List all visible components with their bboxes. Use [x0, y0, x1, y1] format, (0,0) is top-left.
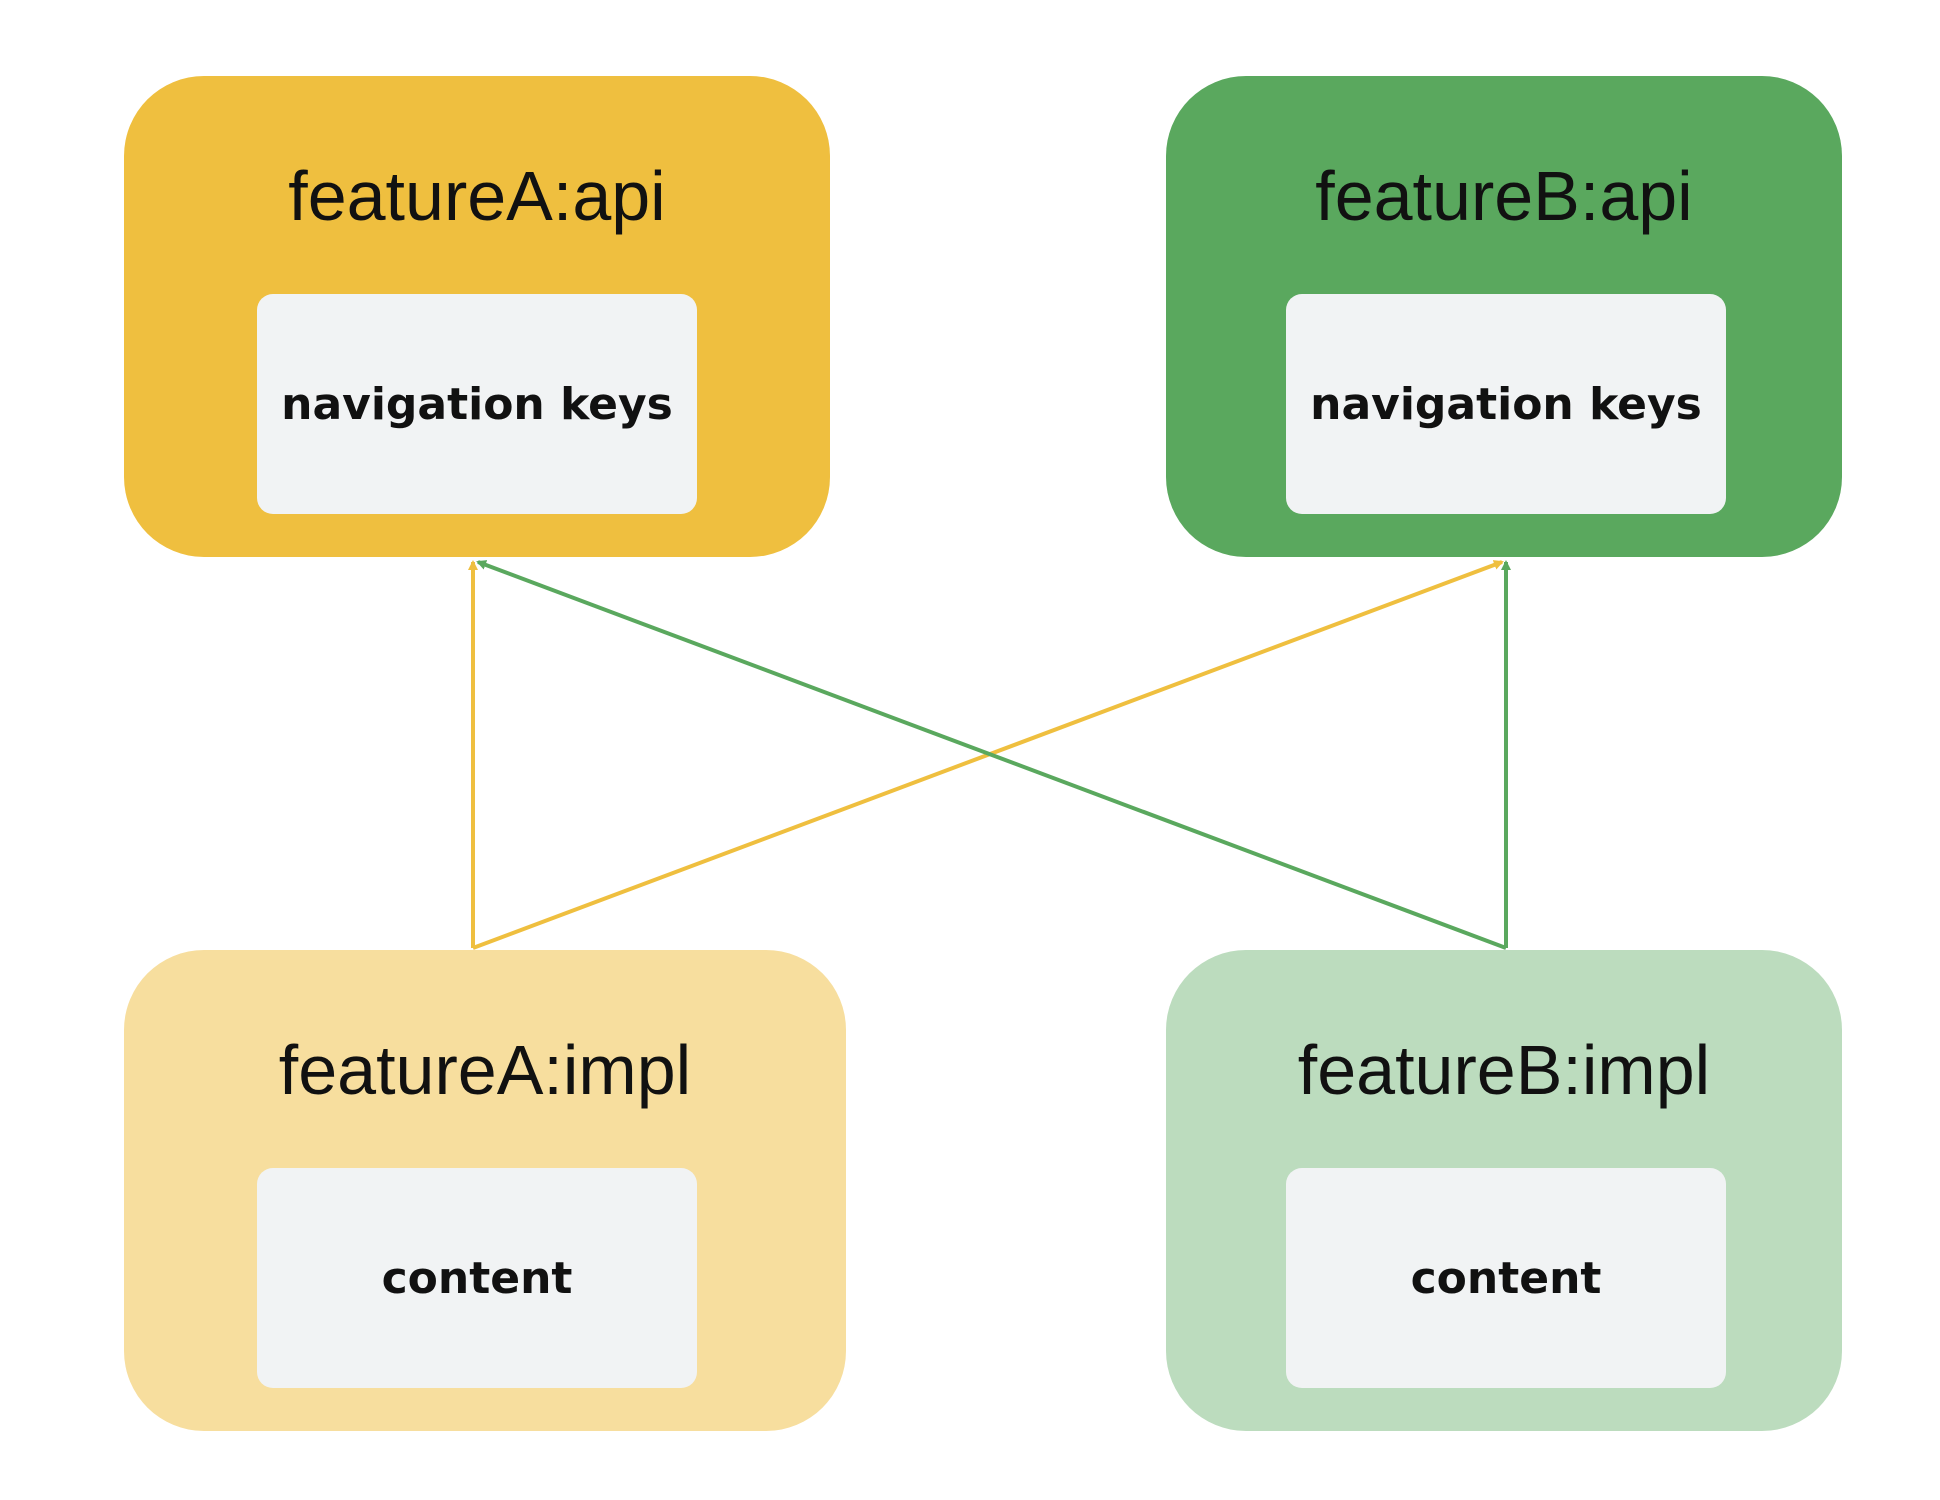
featureA-api-module: featureA:api navigation keys: [124, 76, 830, 557]
featureB-impl-title: featureB:impl: [1297, 1031, 1711, 1109]
featureB-api-title: featureB:api: [1315, 157, 1693, 235]
featureA-api-navigation-keys-box: navigation keys: [257, 294, 697, 514]
featureB-impl-content-label: content: [1410, 1252, 1602, 1304]
featureB-api-module: featureB:api navigation keys: [1166, 76, 1842, 557]
featureA-impl-module: featureA:impl content: [124, 950, 846, 1431]
featureB-impl-content-box: content: [1286, 1168, 1726, 1388]
featureA-api-title: featureA:api: [288, 157, 666, 235]
arrow-featureA-impl-to-featureB-api: [472, 560, 1504, 950]
featureA-api-navigation-keys-label: navigation keys: [281, 378, 673, 430]
arrow-featureB-impl-to-featureA-api: [476, 560, 1507, 950]
featureA-impl-content-label: content: [381, 1252, 573, 1304]
featureA-impl-title: featureA:impl: [278, 1031, 692, 1109]
featureB-api-navigation-keys-label: navigation keys: [1310, 378, 1702, 430]
featureB-impl-module: featureB:impl content: [1166, 950, 1842, 1431]
featureA-impl-content-box: content: [257, 1168, 697, 1388]
featureB-api-navigation-keys-box: navigation keys: [1286, 294, 1726, 514]
